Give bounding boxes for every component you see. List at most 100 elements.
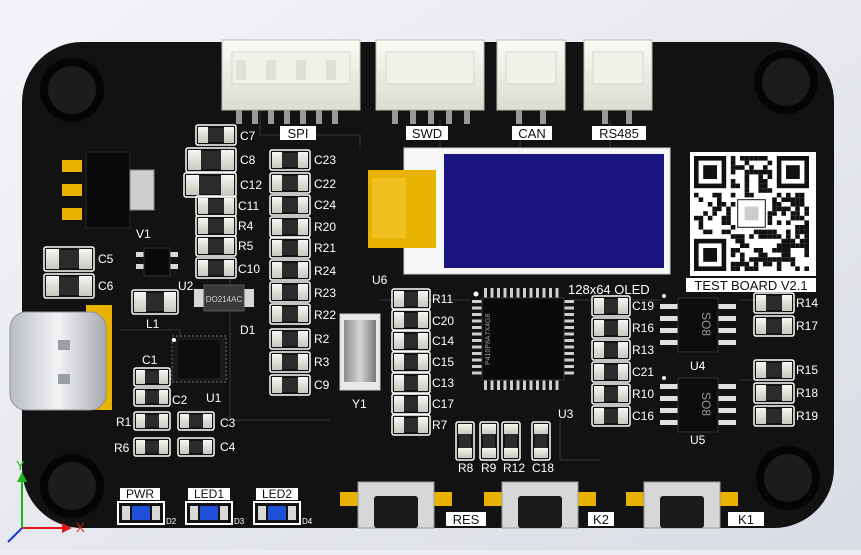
- led-led2: LED2 D4: [253, 487, 313, 526]
- label-r16: R16: [632, 321, 654, 335]
- label-c3: C3: [220, 416, 236, 430]
- label-r9: R9: [481, 461, 497, 475]
- chip-u2: U2: [136, 247, 194, 293]
- swd-connector: SWD: [375, 39, 485, 141]
- smd-passive: [133, 411, 171, 431]
- label-c18: C18: [532, 461, 554, 475]
- crystal-y1: Y1: [339, 313, 381, 411]
- label-r15: R15: [796, 363, 818, 377]
- led-pwr: PWR D2: [117, 487, 177, 526]
- label-c4: C4: [220, 440, 236, 454]
- label-r22: R22: [314, 308, 336, 322]
- chip-u4: SO8 U4: [660, 294, 736, 373]
- mcu-marking: P410P8A7X4G8: [485, 314, 492, 365]
- label-c8: C8: [240, 153, 256, 167]
- smd-passive: [177, 411, 215, 431]
- u6-label: U6: [372, 273, 388, 287]
- smd-passive: [133, 387, 171, 407]
- label-r7: R7: [432, 418, 448, 432]
- label-c12: C12: [240, 178, 262, 192]
- label-r5: R5: [238, 239, 254, 253]
- smd-passive: [455, 421, 475, 461]
- label-r13: R13: [632, 343, 654, 357]
- smd-passive: [269, 351, 311, 373]
- label-c6: C6: [98, 279, 114, 293]
- label-c23: C23: [314, 153, 336, 167]
- smd-passive: [391, 309, 431, 331]
- smd-passive: [753, 405, 795, 427]
- smd-passive: [591, 317, 631, 339]
- label-r14: R14: [796, 296, 818, 310]
- smd-passive: [753, 382, 795, 404]
- mcu-u3: P410P8A7X4G8 U3: [472, 288, 574, 421]
- label-c5: C5: [98, 252, 114, 266]
- led1-label: LED1: [194, 487, 224, 501]
- smd-passive: [391, 414, 431, 436]
- smd-passive: [195, 195, 237, 217]
- so8-marking-u4: SO8: [699, 312, 713, 336]
- smd-passive: [269, 374, 311, 396]
- smd-passive: [269, 237, 311, 259]
- swd-label: SWD: [412, 126, 442, 141]
- smd-passive: [391, 372, 431, 394]
- smd-passive: [269, 259, 311, 281]
- label-c2: C2: [172, 393, 188, 407]
- label-r19: R19: [796, 409, 818, 423]
- diode-d1: DO214AC D1: [194, 284, 256, 337]
- qr-code: TEST BOARD V2.1: [686, 152, 816, 293]
- smd-passive: [133, 437, 171, 457]
- smd-passive: [269, 216, 311, 238]
- board-name: TEST BOARD V2.1: [694, 278, 807, 293]
- led-led1: LED1 D3: [185, 487, 245, 526]
- label-r1: R1: [116, 415, 132, 429]
- u3-label: U3: [558, 407, 574, 421]
- smd-passive: [591, 383, 631, 405]
- button-res[interactable]: RES: [340, 481, 486, 529]
- label-r12: R12: [503, 461, 525, 475]
- smd-passive: [195, 215, 237, 237]
- label-c15: C15: [432, 355, 454, 369]
- label-r3: R3: [314, 355, 330, 369]
- smd-passive: [195, 124, 237, 146]
- label-r24: R24: [314, 264, 336, 278]
- spi-label: SPI: [288, 126, 309, 141]
- regulator-v1: V1: [62, 151, 155, 241]
- can-connector: CAN: [496, 39, 566, 141]
- rs485-label: RS485: [599, 126, 639, 141]
- smd-passive: [195, 257, 237, 279]
- label-c21: C21: [632, 365, 654, 379]
- label-l1: L1: [146, 317, 160, 331]
- label-r18: R18: [796, 386, 818, 400]
- smd-passive: [391, 393, 431, 415]
- label-c10: C10: [238, 262, 260, 276]
- k2-label: K2: [593, 512, 609, 527]
- label-r2: R2: [314, 332, 330, 346]
- oled-display: U6 128x64 OLED: [368, 147, 671, 297]
- d2-label: D2: [166, 517, 177, 526]
- button-k1[interactable]: K1: [626, 481, 764, 529]
- smd-passive: [185, 147, 237, 173]
- label-c11: C11: [238, 199, 259, 213]
- smd-passive: [391, 330, 431, 352]
- smd-passive: [391, 288, 431, 310]
- so8-marking-u5: SO8: [699, 392, 713, 416]
- axis-x-label: X: [76, 520, 85, 535]
- u5-label: U5: [690, 433, 706, 447]
- smd-passive: [183, 172, 237, 198]
- smd-passive: [753, 315, 795, 337]
- smd-passive: [269, 328, 311, 350]
- button-k2[interactable]: K2: [484, 481, 614, 529]
- label-r23: R23: [314, 286, 336, 300]
- u4-label: U4: [690, 359, 706, 373]
- label-r20: R20: [314, 220, 336, 234]
- u1-label: U1: [206, 391, 222, 405]
- v1-label: V1: [136, 227, 151, 241]
- axis-gizmo: X Y: [7, 458, 85, 543]
- smd-passive: [43, 273, 95, 299]
- d1-label: D1: [240, 323, 256, 337]
- smd-passive: [131, 289, 179, 315]
- label-c7: C7: [240, 129, 256, 143]
- d1-marking: DO214AC: [206, 295, 243, 304]
